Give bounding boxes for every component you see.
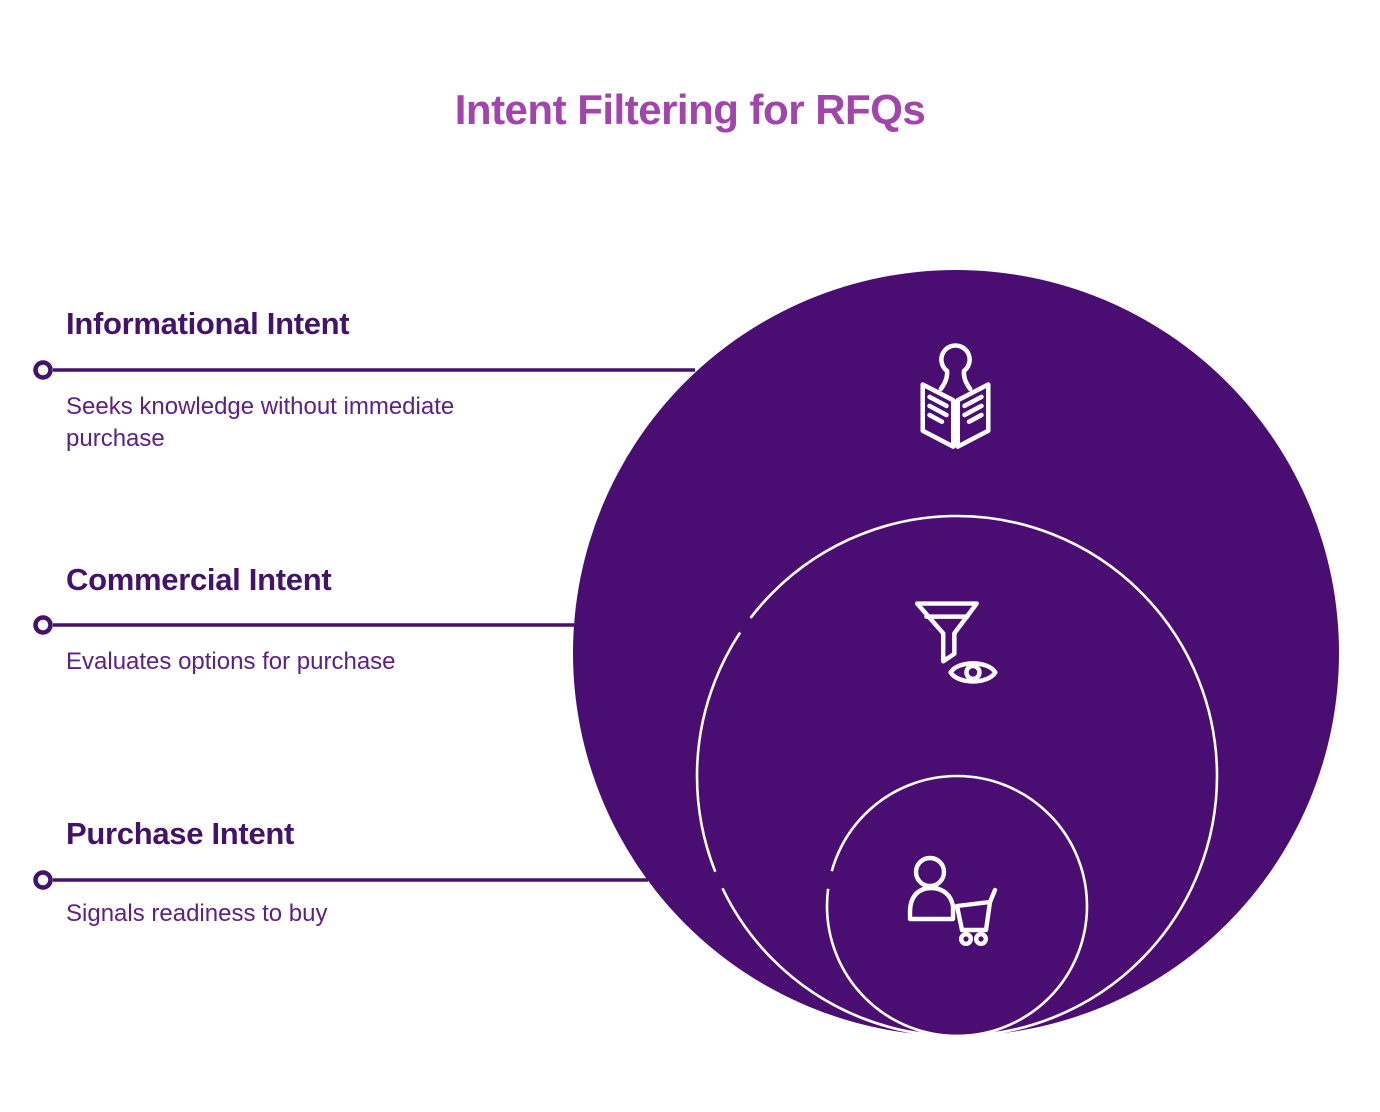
connector-node [33,360,53,380]
connector-commercial [33,615,574,635]
arc-gap [710,871,728,889]
connector-purchase [33,870,648,890]
section-description-purchase: Signals readiness to buy [66,900,328,927]
purchase-intent-circle [825,774,1089,1038]
arc-gap [736,616,754,634]
reader-icon [920,343,991,449]
filter-view-icon [914,601,998,684]
section-heading-purchase: Purchase Intent [66,816,295,851]
connector-node [33,615,53,635]
section-heading-informational: Informational Intent [66,306,350,341]
connector-informational [33,360,695,380]
buyer-cart-icon [907,855,998,946]
section-heading-commercial: Commercial Intent [66,562,332,597]
page-title: Intent Filtering for RFQs [454,86,926,133]
connector-node [33,870,53,890]
section-description-commercial: Evaluates options for purchase [66,648,396,675]
section-description-informational: Seeks knowledge without immediate purcha… [66,393,455,452]
arc-gap [821,871,839,889]
